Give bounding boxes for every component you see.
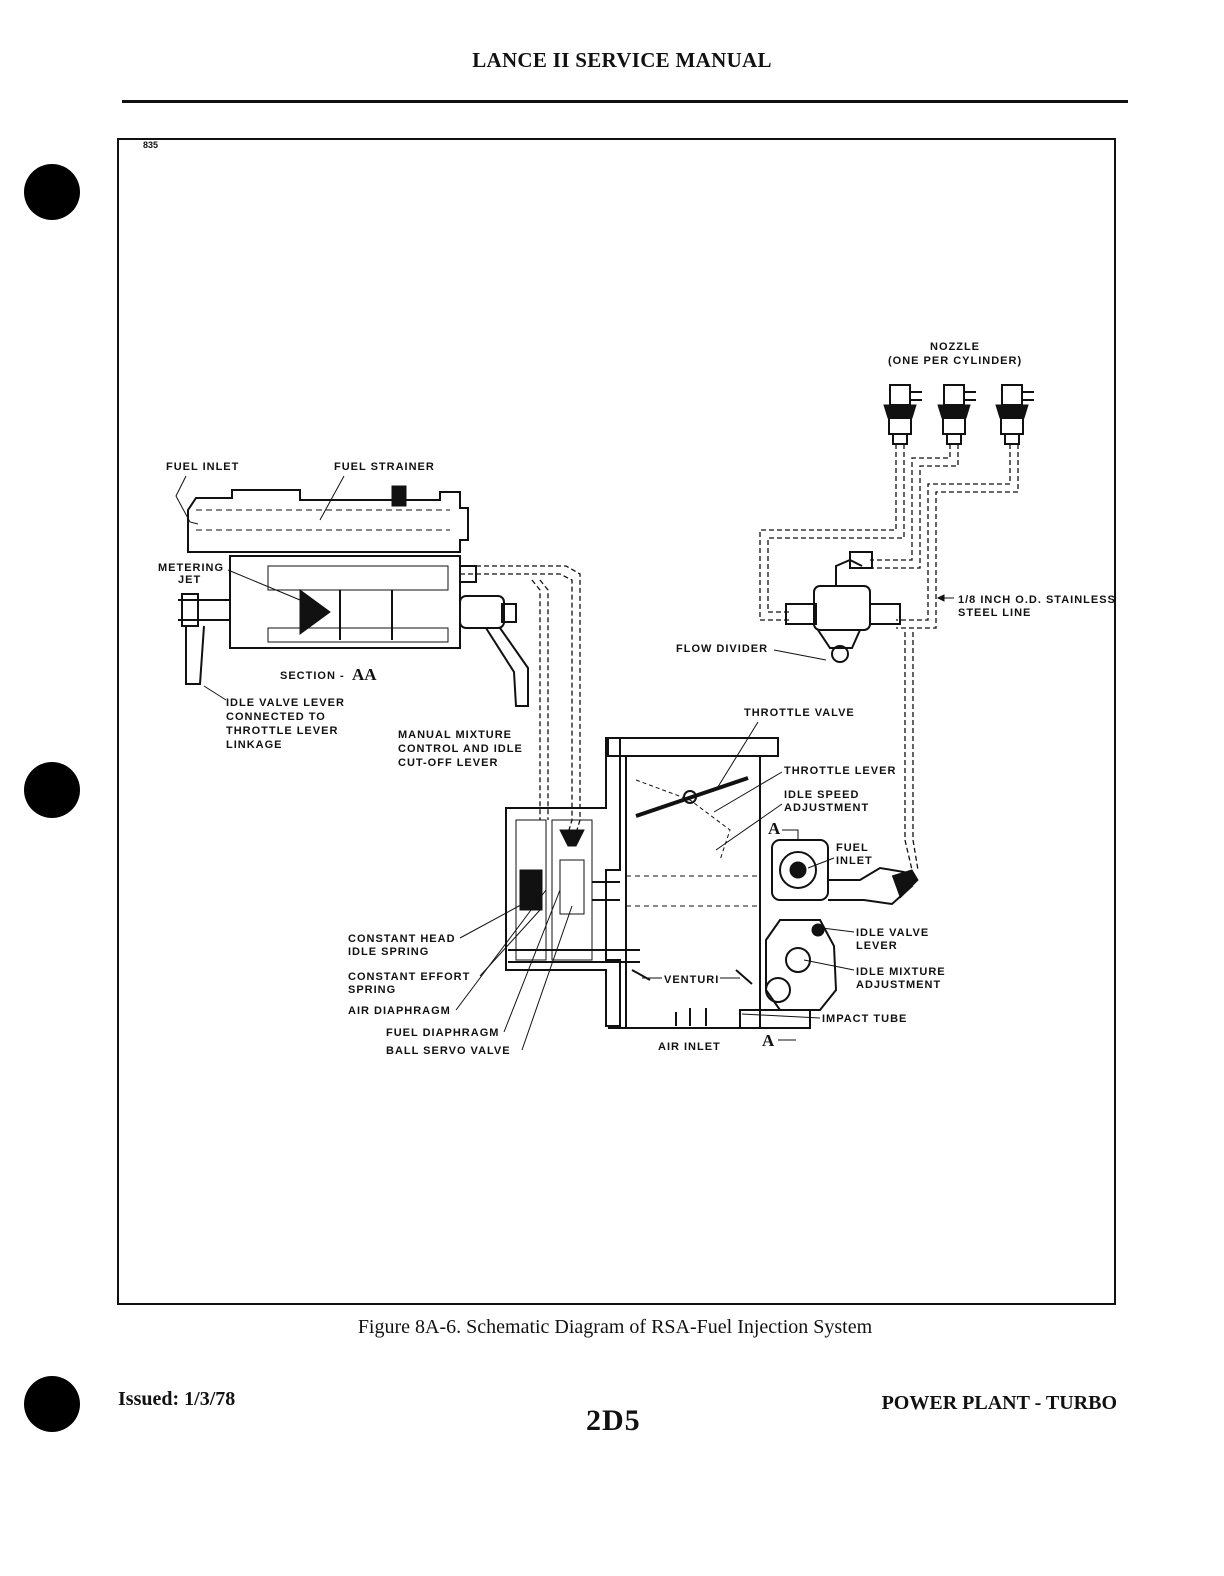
label-manual-mixture-1: MANUAL MIXTURE — [398, 729, 512, 741]
label-fuel-diaphragm: FUEL DIAPHRAGM — [386, 1027, 499, 1039]
label-fuel-inlet-right-2: INLET — [836, 855, 873, 867]
diagram-id: 835 — [143, 140, 159, 150]
label-impact-tube: IMPACT TUBE — [822, 1013, 907, 1025]
label-venturi: VENTURI — [664, 974, 719, 986]
label-metering-jet-2: JET — [178, 574, 201, 586]
label-throttle-valve: THROTTLE VALVE — [744, 707, 855, 719]
label-constant-head-2: IDLE SPRING — [348, 946, 429, 958]
throttle-body — [607, 737, 780, 1029]
label-idle-speed-1: IDLE SPEED — [784, 789, 859, 801]
label-idle-valve-lever-3: THROTTLE LEVER — [226, 725, 338, 737]
label-section-marker-bottom: A — [762, 1031, 775, 1050]
label-idle-mixture-2: ADJUSTMENT — [856, 979, 941, 991]
page-header-title: LANCE II SERVICE MANUAL — [472, 48, 772, 72]
label-manual-mixture-2: CONTROL AND IDLE — [398, 743, 523, 755]
label-idle-valve-lever-4: LINKAGE — [226, 739, 283, 751]
flow-divider-body — [785, 551, 901, 663]
figure-caption: Figure 8A-6. Schematic Diagram of RSA-Fu… — [357, 1316, 873, 1338]
footer-issued-date: Issued: 1/3/78 — [118, 1388, 236, 1410]
label-air-diaphragm: AIR DIAPHRAGM — [348, 1005, 451, 1017]
label-fuel-strainer: FUEL STRAINER — [334, 461, 435, 473]
regulator-body — [505, 737, 640, 1027]
punch-hole-middle — [24, 762, 80, 818]
label-section-name: AA — [352, 665, 377, 684]
right-fittings — [739, 839, 919, 1029]
label-metering-jet-1: METERING — [158, 562, 224, 574]
nozzle-group — [883, 384, 1034, 445]
label-ball-servo-valve: BALL SERVO VALVE — [386, 1045, 511, 1057]
label-idle-valve-lever-2: CONNECTED TO — [226, 711, 326, 723]
label-throttle-lever: THROTTLE LEVER — [784, 765, 896, 777]
label-idle-speed-2: ADJUSTMENT — [784, 802, 869, 814]
figure-frame — [117, 138, 1116, 1305]
label-nozzle: NOZZLE — [930, 341, 980, 353]
label-fuel-inlet-top: FUEL INLET — [166, 461, 239, 473]
label-constant-head-1: CONSTANT HEAD — [348, 933, 456, 945]
footer-page-code: 2D5 — [586, 1404, 641, 1437]
label-fuel-inlet-right-1: FUEL — [836, 842, 869, 854]
label-steel-line-2: STEEL LINE — [958, 607, 1031, 619]
punch-hole-top — [24, 164, 80, 220]
section-aa-assembly — [178, 485, 581, 841]
nozzle-1 — [883, 384, 922, 445]
punch-hole-bottom — [24, 1376, 80, 1432]
label-manual-mixture-3: CUT-OFF LEVER — [398, 757, 498, 769]
label-idle-mixture-1: IDLE MIXTURE — [856, 966, 946, 978]
nozzle-lines — [759, 444, 1019, 871]
label-idle-valve-lever-right-2: LEVER — [856, 940, 898, 952]
label-nozzle-note: (ONE PER CYLINDER) — [888, 355, 1022, 367]
label-flow-divider: FLOW DIVIDER — [676, 643, 768, 655]
label-section-prefix: SECTION - — [280, 670, 345, 682]
label-idle-valve-lever-1: IDLE VALVE LEVER — [226, 697, 345, 709]
label-steel-line-1: 1/8 INCH O.D. STAINLESS — [958, 594, 1116, 606]
label-section-marker-top: A — [768, 819, 781, 838]
label-air-inlet: AIR INLET — [658, 1041, 721, 1053]
label-idle-valve-lever-right-1: IDLE VALVE — [856, 927, 929, 939]
nozzle-2 — [937, 384, 976, 445]
header-rule — [122, 100, 1128, 103]
label-constant-effort-1: CONSTANT EFFORT — [348, 971, 470, 983]
footer-section-name: POWER PLANT - TURBO — [881, 1392, 1117, 1414]
nozzle-3 — [995, 384, 1034, 445]
label-constant-effort-2: SPRING — [348, 984, 396, 996]
